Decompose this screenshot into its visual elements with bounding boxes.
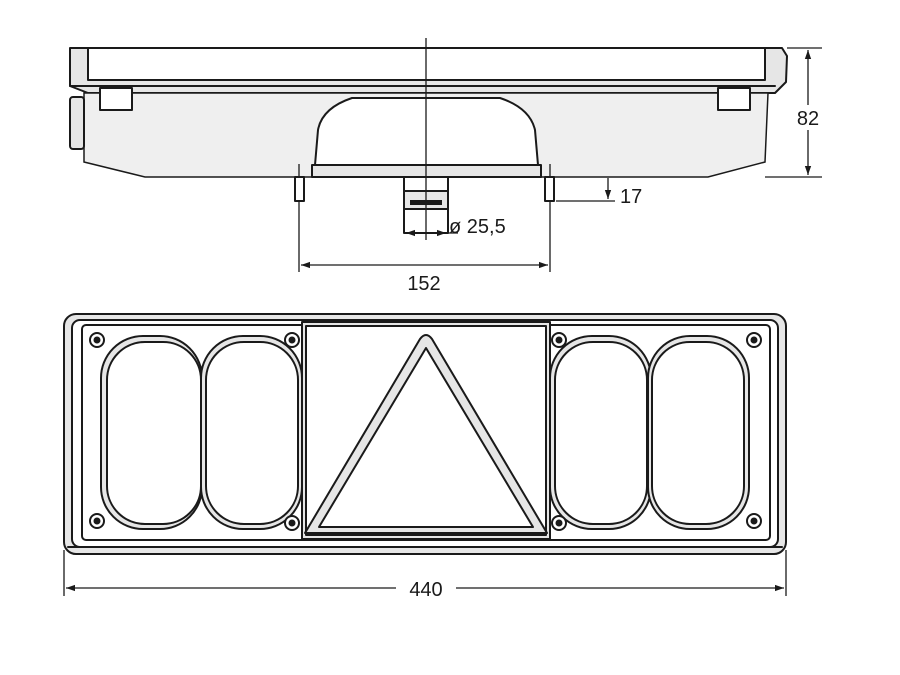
dimension-height: 82 <box>765 47 822 178</box>
screw-bottom-center-right <box>551 515 567 531</box>
dimension-total-length: 440 <box>63 550 787 601</box>
screw-top-right <box>746 332 762 348</box>
screw-bottom-center-left <box>284 515 300 531</box>
connector-height-label: 17 <box>620 186 642 208</box>
screw-top-center-left <box>284 332 300 348</box>
screw-bottom-right <box>746 513 762 529</box>
dimension-connector-height: 17 <box>556 178 642 208</box>
mount-spacing-label: 152 <box>407 273 440 295</box>
side-view <box>69 38 788 240</box>
connector-diameter-label: ø 25,5 <box>449 216 506 238</box>
front-view <box>63 313 787 555</box>
total-length-label: 440 <box>409 579 442 601</box>
height-label: 82 <box>797 108 819 130</box>
screw-top-left <box>89 332 105 348</box>
dimension-connector-diameter: ø 25,5 <box>404 216 506 238</box>
dimension-mount-spacing: 152 <box>298 201 551 295</box>
screw-top-center-right <box>551 332 567 348</box>
screw-bottom-left <box>89 513 105 529</box>
